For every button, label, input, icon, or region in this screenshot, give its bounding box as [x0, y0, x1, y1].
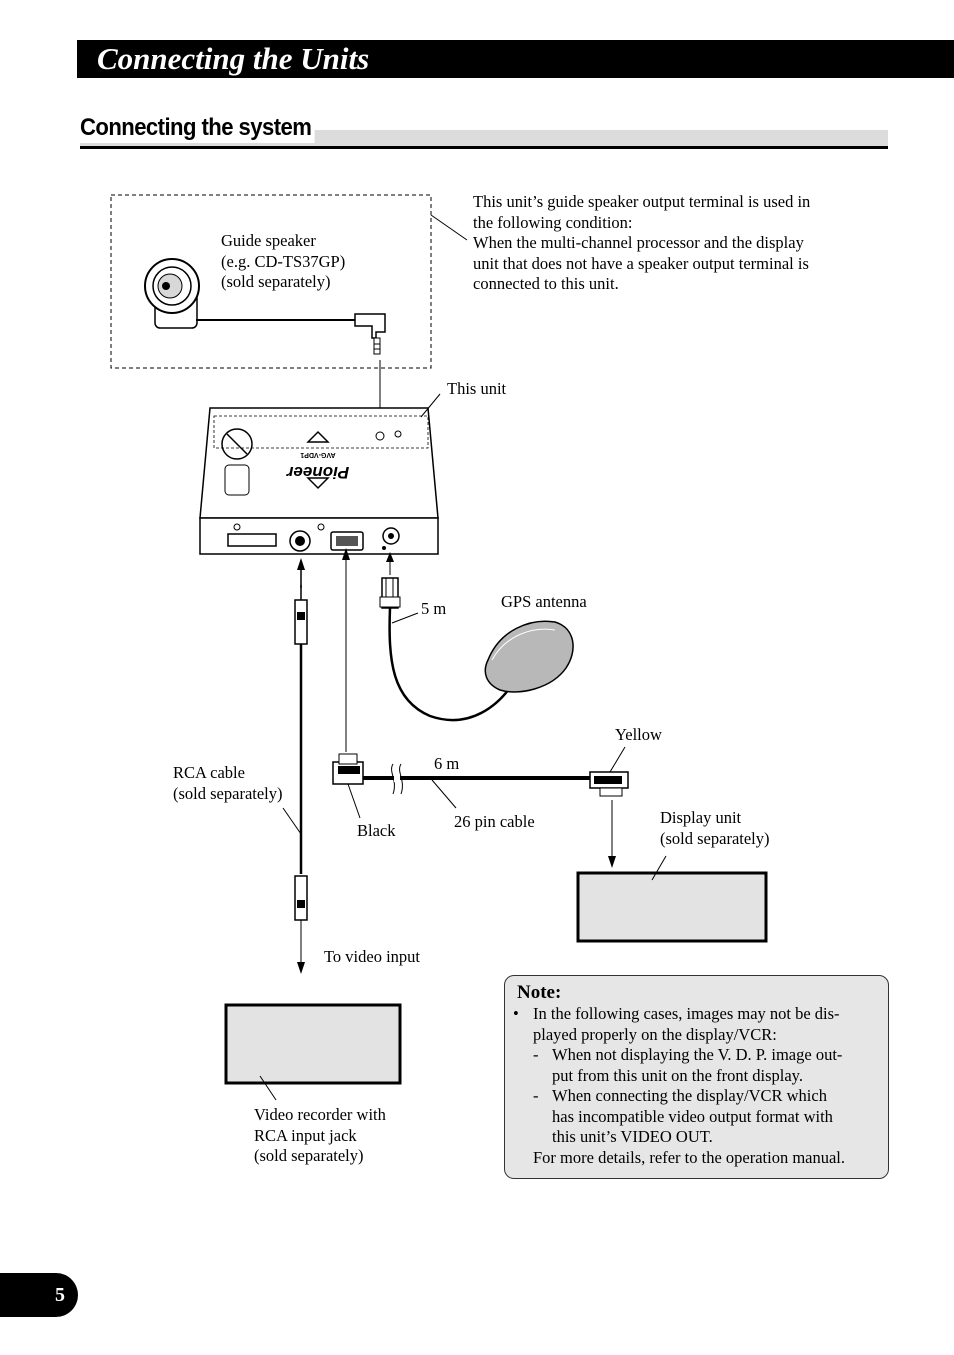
video-recorder-leader — [259, 1075, 277, 1101]
length-5m-label: 5 m — [421, 599, 447, 618]
note-footer: For more details, refer to the operation… — [533, 1147, 846, 1167]
pin-cable-label: 26 pin cable — [454, 812, 535, 831]
section-heading-rule — [80, 146, 888, 149]
note-item-line: played properly on the display/VCR: — [533, 1024, 777, 1044]
video-recorder-label: (sold separately) — [254, 1146, 364, 1165]
note-title: Note: — [517, 982, 562, 1003]
gps-antenna-label: GPS antenna — [501, 592, 587, 611]
note-dash: - — [533, 1045, 539, 1064]
speaker-note-line: connected to this unit. — [473, 274, 619, 293]
note-dash: - — [533, 1086, 539, 1105]
speaker-note-line: the following condition: — [473, 212, 633, 232]
length-6m-label: 6 m — [434, 754, 460, 773]
video-recorder-label: Video recorder with — [254, 1105, 386, 1124]
yellow-leader — [609, 746, 626, 773]
video-recorder-label: RCA input jack — [254, 1125, 357, 1145]
video-recorder-box — [224, 1003, 402, 1085]
note-box: Note: • In the following cases, images m… — [504, 975, 889, 1179]
note-sub1-line: When not displaying the V. D. P. image o… — [552, 1045, 843, 1064]
black-label: Black — [357, 821, 396, 840]
rca-cable-leader — [282, 807, 302, 835]
rca-plug-top — [294, 585, 308, 645]
page-number-tab: 5 — [0, 1273, 78, 1317]
guide-speaker-label: (e.g. CD-TS37GP) — [221, 251, 346, 271]
gps-cable — [388, 607, 517, 722]
unit-model-text: AVG-VDP1 — [300, 451, 335, 458]
speaker-plug — [354, 313, 386, 355]
guide-speaker-label: Guide speaker — [221, 231, 316, 250]
guide-speaker-dashed-frame — [110, 194, 432, 369]
unit-brand-logo: Pioneer — [285, 463, 349, 482]
chapter-banner: Connecting the Units — [77, 40, 954, 78]
display-unit-label: Display unit — [660, 808, 742, 827]
rca-plug-bottom — [294, 875, 308, 921]
page-number: 5 — [55, 1284, 65, 1306]
black-connector — [332, 753, 364, 785]
unit-body-illustration — [199, 407, 439, 555]
rca-cable-label: (sold separately) — [173, 783, 283, 803]
yellow-label: Yellow — [615, 725, 662, 744]
note-item-line: In the following cases, images may not b… — [533, 1004, 840, 1023]
this-unit-label: This unit — [447, 379, 507, 398]
guide-speaker-illustration — [144, 258, 200, 329]
speaker-note-line: unit that does not have a speaker output… — [473, 253, 809, 273]
guide-speaker-label: (sold separately) — [221, 272, 331, 291]
rca-cable-label: RCA cable — [173, 763, 245, 782]
yellow-connector — [589, 771, 629, 797]
note-sub1-line: put from this unit on the front display. — [552, 1065, 803, 1085]
speaker-note-leader — [430, 214, 468, 241]
display-unit-leader — [651, 855, 667, 881]
gps-antenna-illustration — [484, 620, 574, 693]
gps-antenna-connector — [379, 577, 401, 609]
note-sub2-line: When connecting the display/VCR which — [552, 1086, 827, 1105]
note-bullet: • — [513, 1004, 519, 1023]
note-sub2-line: has incompatible video output format wit… — [552, 1106, 833, 1126]
display-unit-label: (sold separately) — [660, 828, 770, 848]
5m-leader — [391, 612, 419, 624]
speaker-note-line: This unit’s guide speaker output termina… — [473, 192, 811, 211]
to-video-input-label: To video input — [324, 947, 421, 966]
chapter-title: Connecting the Units — [97, 41, 370, 76]
black-leader — [347, 783, 361, 819]
pin-cable-leader — [431, 779, 457, 809]
this-unit-leader — [420, 393, 441, 418]
section-title: Connecting the system — [80, 113, 316, 143]
note-sub2-line: this unit’s VIDEO OUT. — [552, 1127, 713, 1146]
display-unit-box — [576, 871, 768, 943]
speaker-note-line: When the multi-channel processor and the… — [473, 233, 804, 252]
